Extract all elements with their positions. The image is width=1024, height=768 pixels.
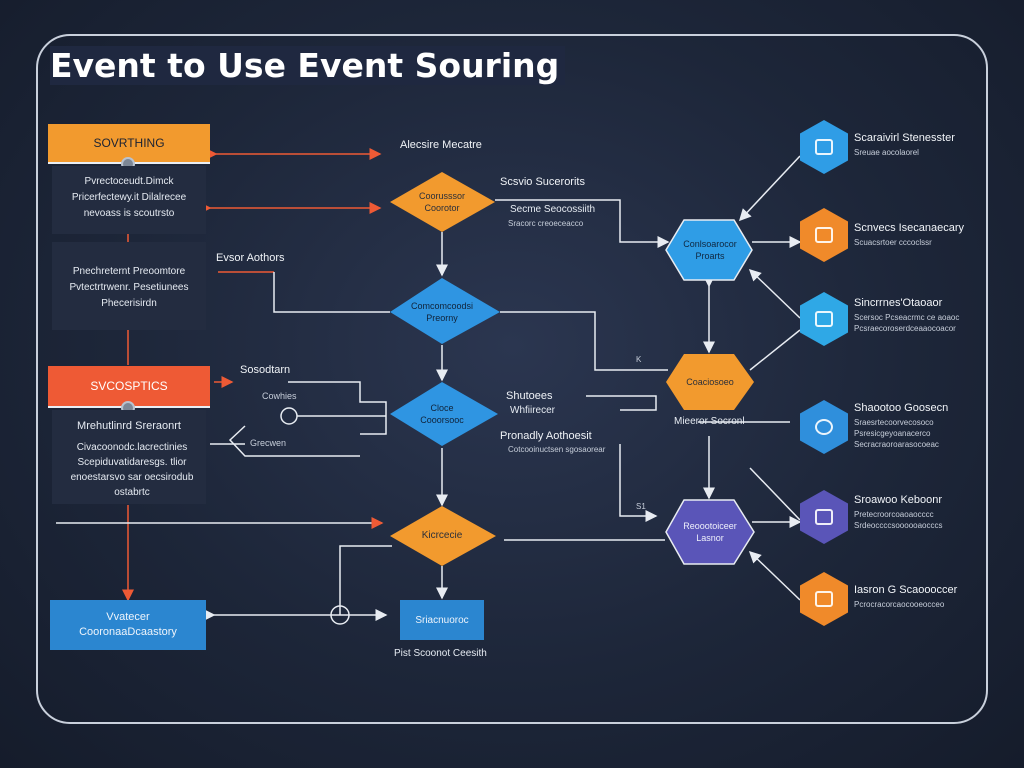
mark-s-label: S1: [636, 502, 646, 511]
service-title-label: Scsvio Sucerorits: [500, 176, 585, 188]
mid-panel: [52, 242, 206, 330]
book-icon: [815, 139, 833, 155]
diamond-4-label[interactable]: Kicrcecie: [421, 530, 463, 541]
sovrthing-text: Pvrectoceudt.Dimck Pricerfectewy.it Dila…: [71, 176, 187, 219]
hex-1-label[interactable]: Conlsoarocor Proarts: [683, 239, 737, 261]
icon-5-hex[interactable]: [800, 490, 848, 544]
document-icon: [815, 591, 833, 607]
diamond-1-label[interactable]: Coorusssor Coorotor: [418, 191, 465, 213]
consumer-box[interactable]: Vvatecer CooronaaDcaastory: [50, 600, 206, 650]
mark-k-label: K: [636, 355, 642, 364]
icon-4-title: Shaootoo Goosecn: [854, 402, 949, 414]
svcospticks-panel: [52, 410, 206, 504]
icon-1-sub: Sreuae aocolaorel: [854, 148, 919, 157]
icon-6-sub: Pcrocracorcaocooeocceo: [854, 600, 945, 609]
grecwen-label: Grecwen: [250, 438, 287, 448]
icon-5-sub: Pretecroorcoaoaocccc Srdeoccccsoooooaocc…: [854, 510, 943, 530]
icon-2-hex[interactable]: [800, 208, 848, 262]
event-authors-label: Evsor Aothors: [216, 252, 285, 264]
icon-2-sub: Scuacsrtoer cccoclssr: [854, 238, 932, 247]
diagram-frame: [36, 34, 988, 724]
cowhies-label: Cowhies: [262, 391, 297, 401]
hex-2-label[interactable]: Coaciosoeo: [686, 377, 734, 387]
product-label: Pronadly Aothoesit: [500, 430, 592, 442]
diamond-2-label[interactable]: Comcomcoodsi Preorny: [410, 301, 474, 323]
diagram-title: Event to Use Event Souring: [50, 46, 566, 85]
icon-2-title: Scnvecs Isecanaecary: [854, 222, 965, 234]
hex-3-label[interactable]: Reoootoiceer Lasnor: [683, 521, 737, 543]
icon-6-title: Iasron G Scaoooccer: [854, 584, 958, 596]
diamond-1: [390, 172, 495, 232]
refresh-icon: [815, 419, 833, 435]
chart-icon: [815, 227, 833, 243]
diamond-3-label[interactable]: Cloce Cooorsooc: [420, 403, 464, 425]
message-icon: [815, 311, 833, 327]
sovrthing-panel: [52, 166, 206, 234]
mieeror-label: Mieeror Socronl: [674, 416, 745, 427]
icon-3-hex[interactable]: [800, 292, 848, 346]
svcospticks-text: Civacoonodc.lacrectinies Scepiduvatidare…: [70, 442, 194, 498]
diamond-4: [390, 506, 496, 566]
icon-1-hex[interactable]: [800, 120, 848, 174]
icon-1-title: Scaraivirl Stenesster: [854, 132, 955, 144]
middle-box[interactable]: Sriacnuoroc: [400, 600, 484, 640]
icon-4-sub: Sraesrtecoorvecosoco Psresicgeyoanacerco…: [854, 418, 939, 449]
icon-4-hex[interactable]: [800, 400, 848, 454]
shutoees-label: Shutoees: [506, 390, 553, 402]
snapshot-label: Sosodtarn: [240, 364, 291, 376]
svcospticks-title: Mrehutlinrd Sreraonrt: [77, 420, 181, 432]
camera-icon: [815, 509, 833, 525]
icon-3-sub: Scersoc Pcseacrmc ce aoaoc Pcsraecoroser…: [854, 313, 960, 333]
hex-1: [665, 219, 753, 281]
whfcer-label: Whfiirecer: [510, 405, 556, 416]
hex-3: [665, 499, 755, 565]
top-arrow-label: Alecsire Mecatre: [400, 139, 482, 151]
bottom-caption-label: Pist Scoonot Ceesith: [394, 648, 487, 659]
icon-6-hex[interactable]: [800, 572, 848, 626]
mid-panel-text: Pnechreternt Preoomtore Pvtectrtrwenr. P…: [69, 266, 189, 309]
diamond-3: [390, 382, 498, 446]
service-sub2-label: Sracorc creoeceacco: [508, 219, 584, 228]
icon-5-title: Sroawoo Keboonr: [854, 494, 943, 506]
icon-3-title: Sincrrnes'Otaoaor: [854, 297, 943, 309]
service-sub1-label: Secme Seocossiith: [510, 204, 596, 215]
product-sub-label: Cotcooinuctsen sgosaorear: [508, 445, 606, 454]
diamond-2: [390, 278, 500, 344]
hex-2: [666, 354, 754, 410]
